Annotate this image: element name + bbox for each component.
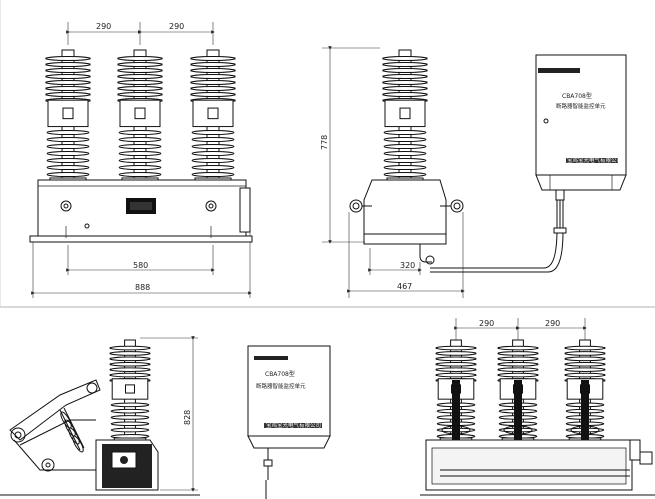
controller-box-bottom: CBA708型 断路器智能监控单元 宝鸡宝光电气有限公司: [247, 345, 331, 499]
front-view-top: [45, 49, 236, 183]
link-insulator: [59, 407, 85, 453]
side-view-housing: [349, 179, 464, 265]
controller-footer-bottom: 宝鸡宝光电气有限公司: [266, 421, 321, 429]
controller-box-top: CBA708型 断路器智能监控单元 宝鸡宝光电气有限公司: [430, 54, 627, 273]
dim-320: 320: [400, 261, 415, 270]
operating-mechanism: [0, 379, 200, 496]
front-view-dimensions: 290 290 580 888: [31, 22, 252, 298]
conductor-rod: [581, 380, 589, 442]
side-view-bottom: [109, 339, 151, 443]
conductor-rod: [514, 380, 522, 442]
dim-290-right: 290: [169, 22, 184, 31]
side-view-dimensions: 778 320 467: [320, 46, 465, 298]
bottom-side-dimension: 828: [140, 336, 198, 492]
insulator-pole-3: [190, 49, 236, 183]
conductor-rod: [452, 380, 460, 442]
dim-888: 888: [135, 283, 150, 292]
controller-footer: 宝鸡宝光电气有限公司: [567, 156, 622, 164]
insulator-bottom-side: [109, 339, 151, 443]
front-view-bottom: [435, 339, 606, 443]
dim-828: 828: [183, 410, 192, 425]
controller-name-bottom: 断路器智能监控单元: [256, 382, 306, 390]
bottom-front-housing: [420, 439, 655, 496]
controller-name: 断路器智能监控单元: [556, 102, 606, 110]
insulator-side: [382, 49, 428, 183]
brand-strip: [538, 68, 580, 73]
bottom-front-dimensions: 290 290: [454, 318, 587, 340]
controller-model-bottom: CBA708型: [265, 370, 295, 378]
insulator-pole-2: [117, 49, 163, 183]
controller-model: CBA708型: [562, 92, 592, 100]
side-view-top: [382, 49, 428, 183]
dim-290-left: 290: [96, 22, 111, 31]
breaker-housing-front: [29, 179, 253, 243]
dim-467: 467: [397, 282, 412, 291]
insulator-pole-1: [45, 49, 91, 183]
dim-290-bottom-right: 290: [545, 319, 560, 328]
dim-290-bottom-left: 290: [479, 319, 494, 328]
dim-580: 580: [133, 261, 148, 270]
dim-778: 778: [320, 135, 329, 150]
